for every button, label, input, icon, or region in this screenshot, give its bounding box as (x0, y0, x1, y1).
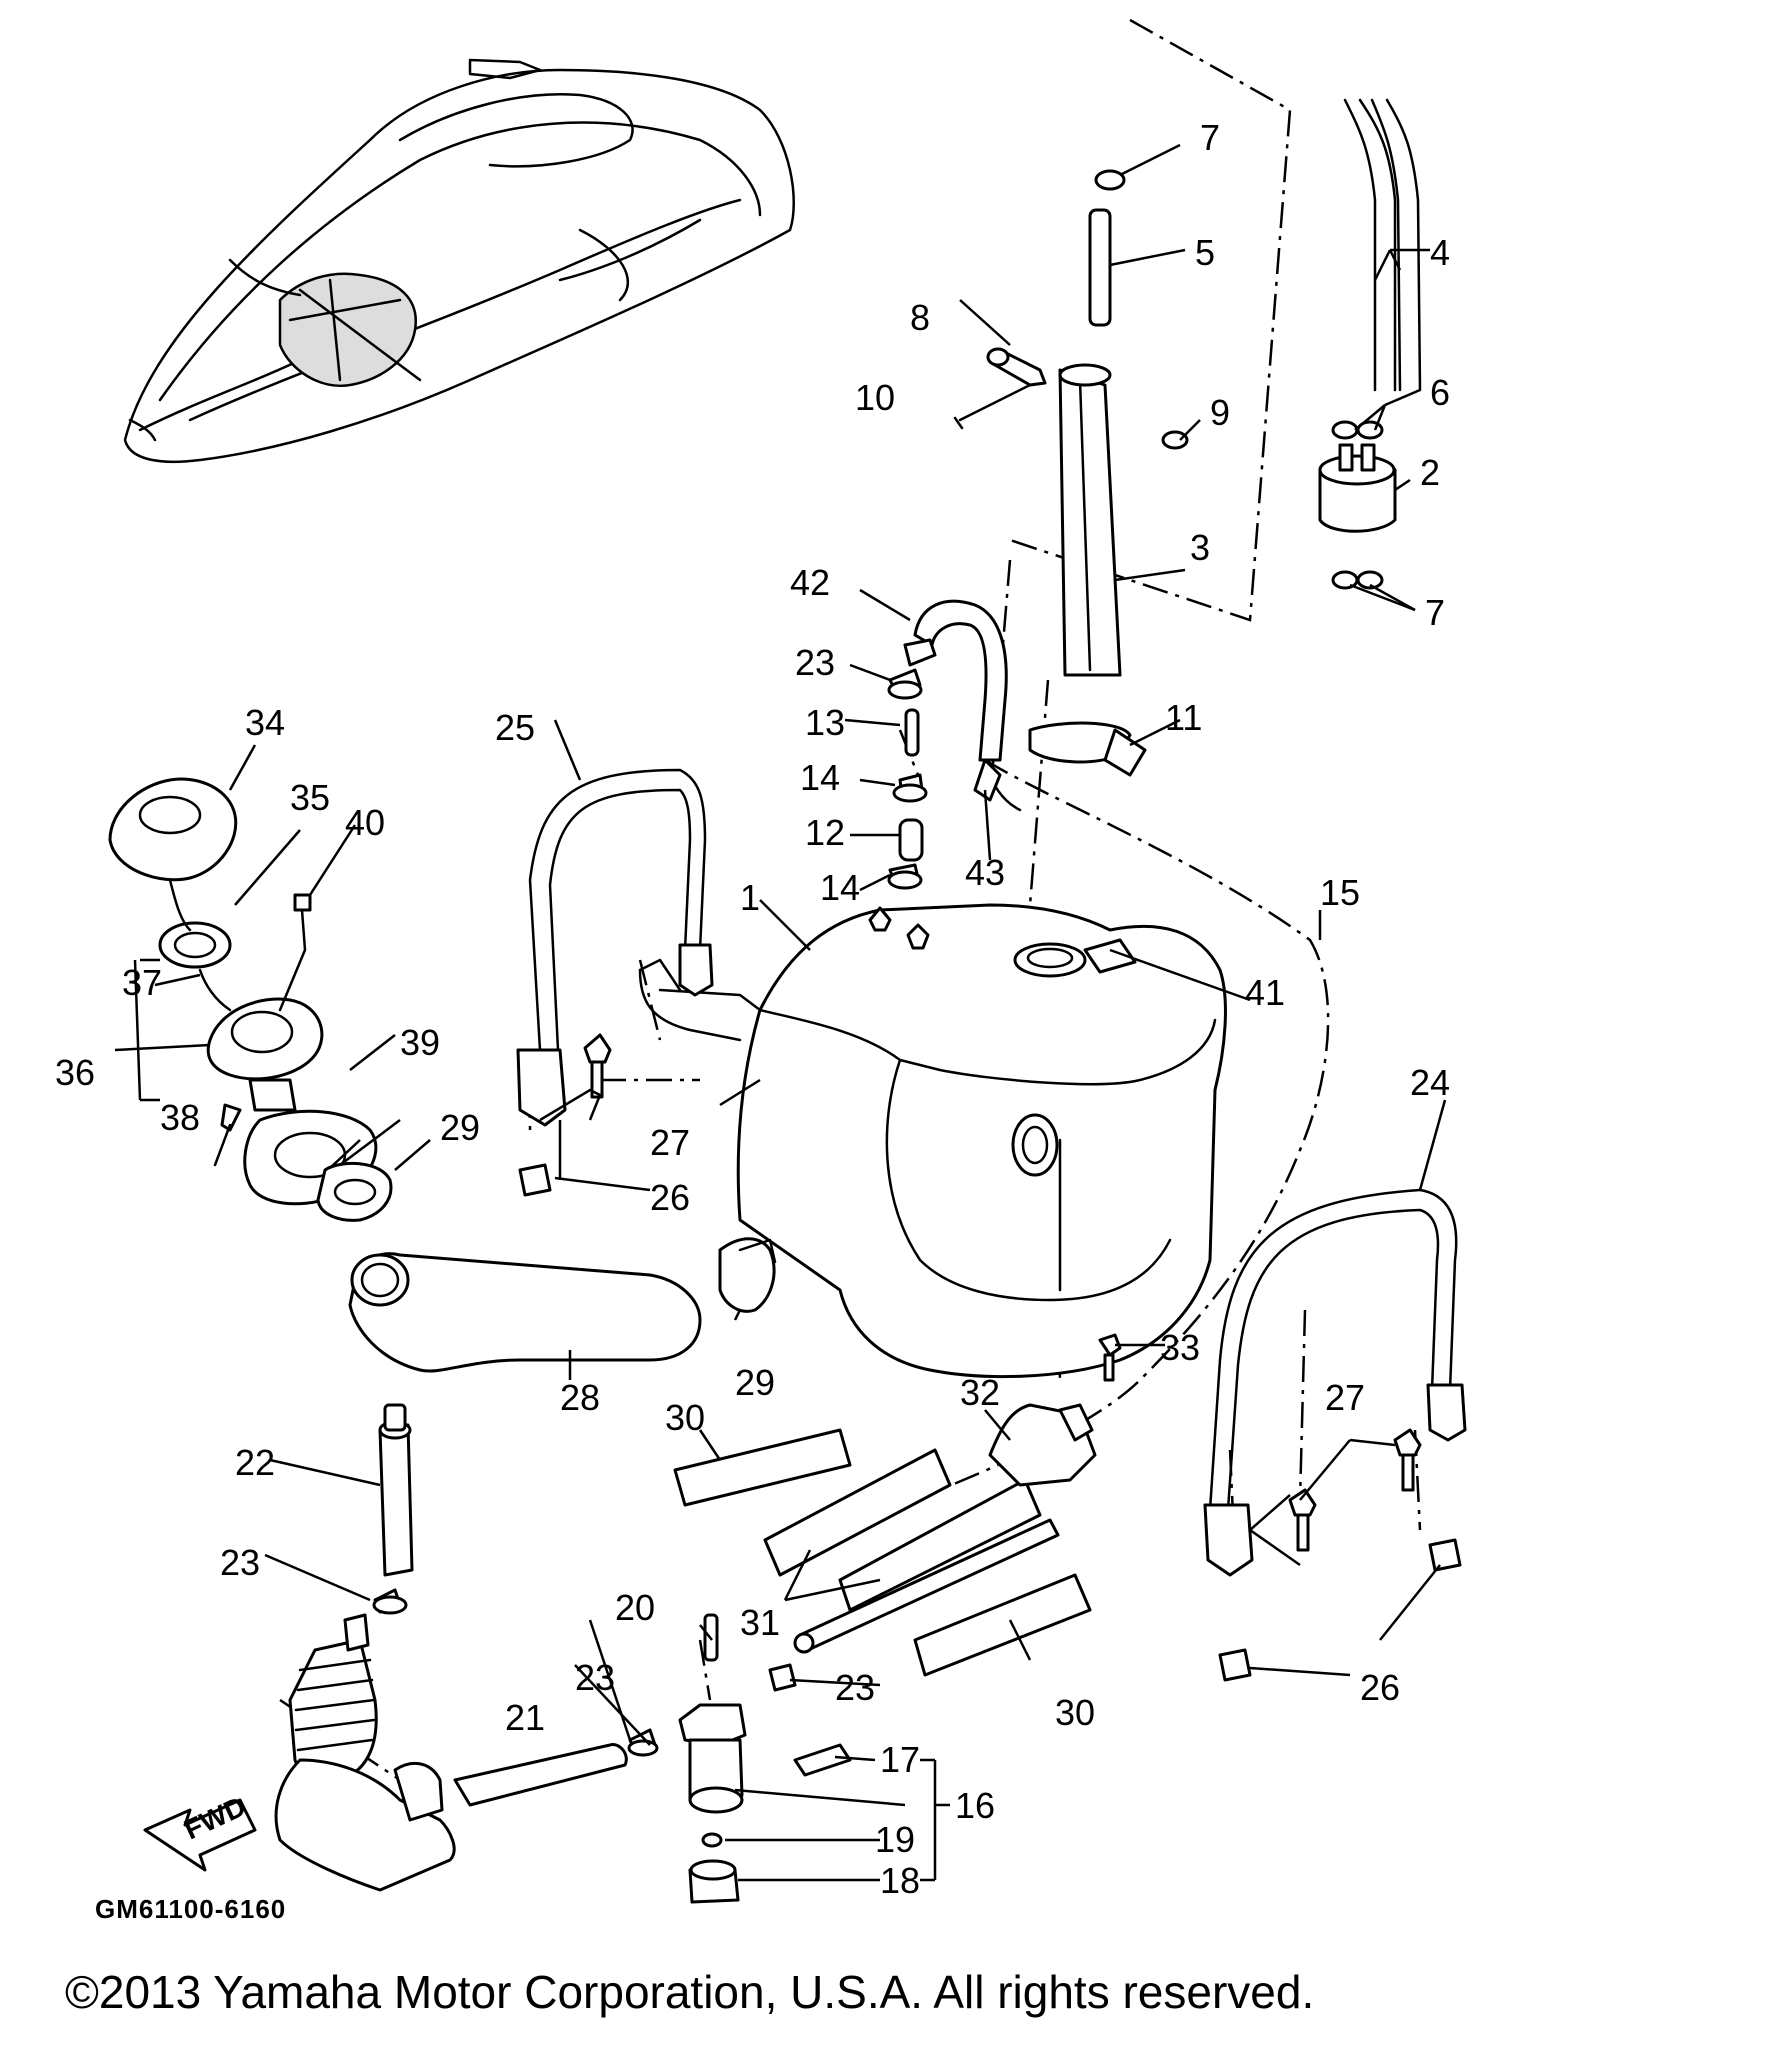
callout-16: 16 (955, 1785, 995, 1826)
tank-straps (516, 768, 1467, 1682)
callout-33: 33 (1160, 1327, 1200, 1368)
callout-32: 32 (960, 1372, 1000, 1413)
callout-25: 25 (495, 707, 535, 748)
callout-14: 14 (800, 757, 840, 798)
callout-35: 35 (290, 777, 330, 818)
callout-24: 24 (1410, 1062, 1450, 1103)
callout-17: 17 (880, 1739, 920, 1780)
callout-19: 19 (875, 1819, 915, 1860)
filler-cap-assembly (108, 777, 393, 1222)
callout-2: 2 (1420, 452, 1440, 493)
callout-7b: 7 (1425, 592, 1445, 633)
callout-4: 4 (1430, 232, 1450, 273)
callout-23c: 23 (575, 1657, 615, 1698)
callout-3: 3 (1190, 527, 1210, 568)
callout-8: 8 (910, 297, 930, 338)
filler-pipe-parts (953, 169, 1189, 777)
callout-27b: 27 (1325, 1377, 1365, 1418)
callout-41: 41 (1245, 972, 1285, 1013)
callout-23d: 23 (835, 1667, 875, 1708)
callout-1: 1 (740, 877, 760, 918)
callout-30b: 30 (1055, 1692, 1095, 1733)
callout-22: 22 (235, 1442, 275, 1483)
callout-39: 39 (400, 1022, 440, 1063)
callout-15: 15 (1320, 872, 1360, 913)
callout-26b: 26 (1360, 1667, 1400, 1708)
callout-27: 27 (650, 1122, 690, 1163)
callout-7: 7 (1200, 117, 1220, 158)
filler-hose (348, 1237, 777, 1373)
callout-43: 43 (965, 852, 1005, 893)
fuel-pickup-parts (1318, 98, 1422, 590)
callout-9: 9 (1210, 392, 1230, 433)
tank-pads (673, 1333, 1122, 1677)
callout-14b: 14 (820, 867, 860, 908)
forward-arrow: FWD (143, 1790, 257, 1872)
leader-lines (114, 143, 1447, 1882)
fuel-filter-assembly (274, 1403, 1060, 1904)
callout-38: 38 (160, 1097, 200, 1138)
callout-21: 21 (505, 1697, 545, 1738)
vent-hoses (903, 599, 1022, 812)
callout-37: 37 (122, 962, 162, 1003)
callout-6: 6 (1430, 372, 1450, 413)
callout-23: 23 (795, 642, 835, 683)
callout-10: 10 (855, 377, 895, 418)
callout-5: 5 (1195, 232, 1215, 273)
callout-40: 40 (345, 802, 385, 843)
callout-30: 30 (665, 1397, 705, 1438)
callout-26: 26 (650, 1177, 690, 1218)
callout-20: 20 (615, 1587, 655, 1628)
callout-18: 18 (880, 1860, 920, 1901)
vent-fittings (887, 668, 928, 890)
callout-13: 13 (805, 702, 845, 743)
callout-29b: 29 (735, 1362, 775, 1403)
callout-28: 28 (560, 1377, 600, 1418)
callout-11: 11 (1165, 697, 1202, 738)
callout-42: 42 (790, 562, 830, 603)
callout-12: 12 (805, 812, 845, 853)
callout-31: 31 (740, 1602, 780, 1643)
callout-23b: 23 (220, 1542, 260, 1583)
copyright-notice: ©2013 Yamaha Motor Corporation, U.S.A. A… (65, 1966, 1314, 2018)
callout-labels: 7 5 4 8 10 9 6 2 3 7 42 23 11 13 14 12 4… (55, 117, 1450, 1901)
callout-34: 34 (245, 702, 285, 743)
fuel-tank (638, 903, 1227, 1379)
callout-29: 29 (440, 1107, 480, 1148)
drawing-code: GM61100-6160 (95, 1894, 286, 1924)
callout-36: 36 (55, 1052, 95, 1093)
watercraft-overview (123, 58, 795, 464)
